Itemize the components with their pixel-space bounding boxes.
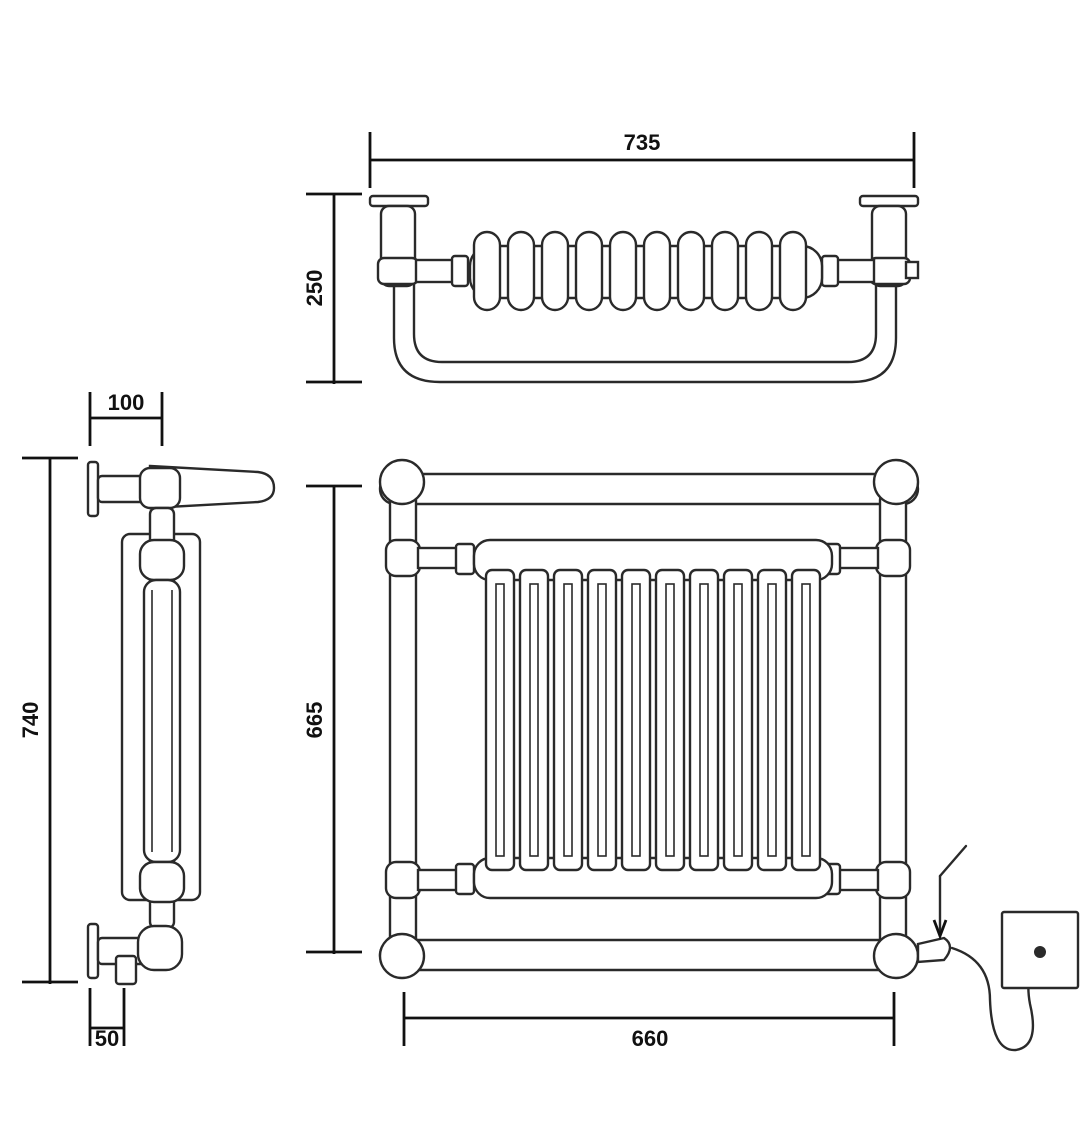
dim-label-front-height: 665	[302, 702, 327, 739]
radiator-plan-columns	[468, 230, 824, 312]
dimension-lines	[22, 132, 916, 1046]
top-view	[368, 194, 920, 384]
dim-label-top-depth: 250	[302, 270, 327, 307]
dim-label-top-width: 735	[624, 130, 661, 155]
front-view	[378, 458, 1080, 1052]
dim-label-side-height: 740	[18, 702, 43, 739]
dim-label-front-centres: 660	[632, 1026, 669, 1051]
radiator-front-columns	[472, 538, 834, 900]
side-view	[86, 460, 276, 986]
dim-label-side-offset: 50	[95, 1026, 119, 1051]
wall-socket	[1000, 910, 1080, 990]
dim-label-side-depth: 100	[108, 390, 145, 415]
